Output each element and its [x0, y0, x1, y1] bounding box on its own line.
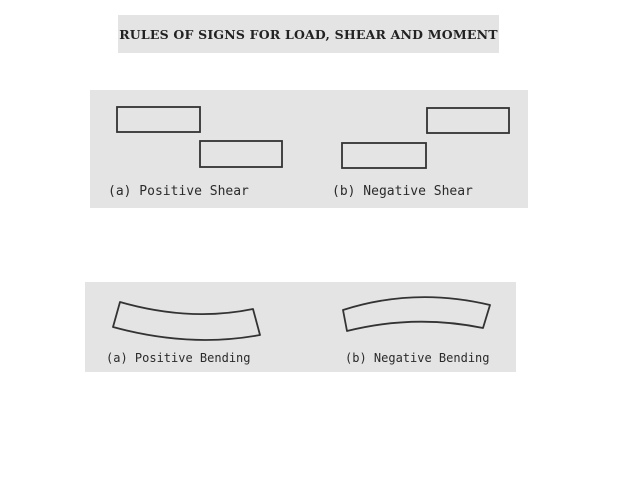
negative-shear-right-segment — [426, 107, 510, 134]
shear-diagram — [116, 106, 510, 169]
positive-shear-left-segment — [116, 106, 201, 133]
negative-bending-beam — [342, 296, 491, 332]
positive-bending-caption: (a) Positive Bending — [106, 351, 251, 365]
negative-shear-caption: (b) Negative Shear — [332, 184, 473, 199]
positive-shear-right-segment — [199, 140, 283, 168]
title-banner: RULES OF SIGNS FOR LOAD, SHEAR AND MOMEN… — [118, 15, 499, 53]
diagram-title: RULES OF SIGNS FOR LOAD, SHEAR AND MOMEN… — [119, 26, 498, 42]
bending-diagram-panel: (a) Positive Bending (b) Negative Bendin… — [85, 282, 516, 372]
positive-shear-caption: (a) Positive Shear — [108, 184, 249, 199]
negative-shear-left-segment — [341, 142, 427, 169]
negative-bending-caption: (b) Negative Bending — [345, 351, 490, 365]
shear-diagram-panel: (a) Positive Shear (b) Negative Shear — [90, 90, 528, 208]
bending-diagram — [112, 296, 491, 341]
positive-bending-beam — [112, 301, 261, 341]
